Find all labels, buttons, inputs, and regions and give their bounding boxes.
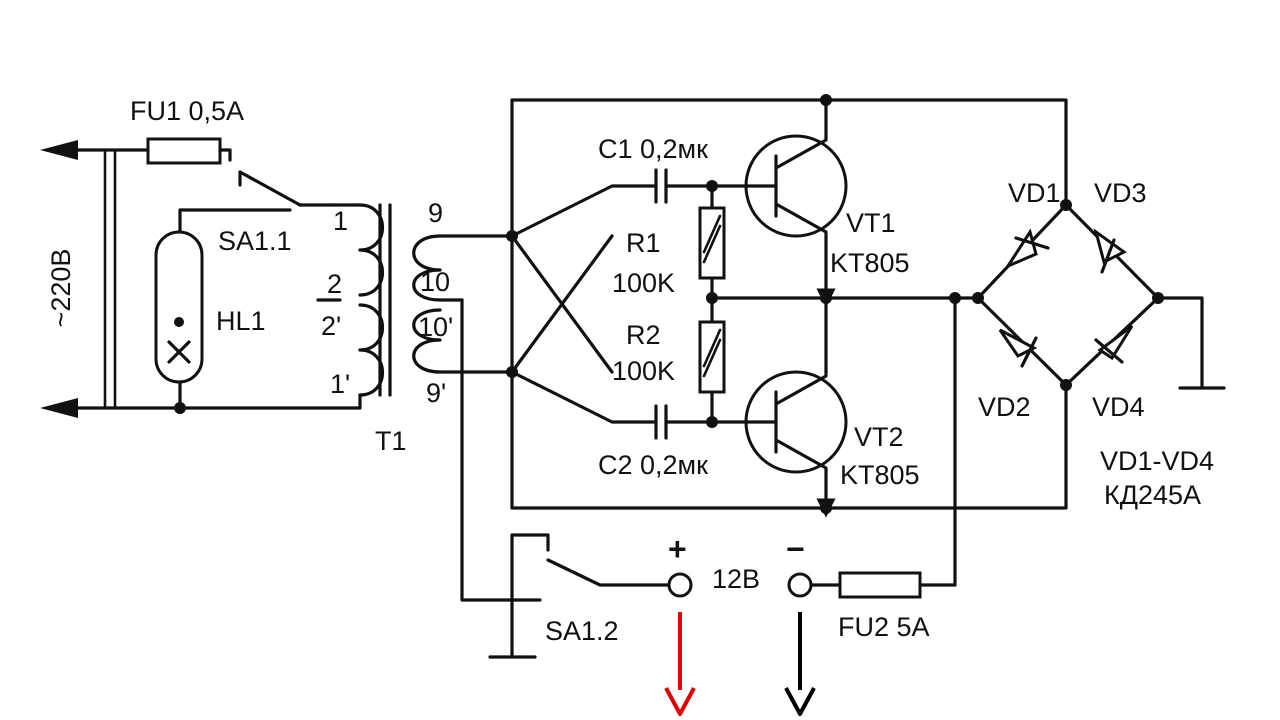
vt1-type-label: KT805 xyxy=(830,248,910,278)
vd4-label: VD4 xyxy=(1092,392,1145,422)
diode-bridge: VD1 VD3 VD2 VD4 VD1-VD4 КД245А xyxy=(976,178,1214,510)
diode-vd4 xyxy=(1094,324,1134,364)
fu2-label: FU2 5A xyxy=(838,612,930,642)
diode-vd3 xyxy=(1093,228,1127,274)
vd-range-label: VD1-VD4 xyxy=(1100,446,1214,476)
winding-1p-label: 1' xyxy=(330,369,350,399)
winding-2p-label: 2' xyxy=(321,311,341,341)
winding-2-label: 2 xyxy=(327,269,342,299)
tap-10-label: 10 xyxy=(420,267,450,297)
mains-input: ~220В xyxy=(40,140,292,418)
positive-terminal xyxy=(667,572,693,598)
c2-label: C2 0,2мк xyxy=(598,450,708,480)
r2-name-label: R2 xyxy=(626,320,661,350)
output-terminals: + − 12В FU2 5A xyxy=(664,296,957,716)
vt2-name-label: VT2 xyxy=(854,422,904,452)
midpoint-wire xyxy=(710,292,984,304)
minus-sign: − xyxy=(786,531,805,567)
tap-10p-label: 10' xyxy=(418,312,453,342)
sa1-2-label: SA1.2 xyxy=(545,616,619,646)
vt2-type-label: KT805 xyxy=(840,460,920,490)
c1-label: C1 0,2мк xyxy=(598,134,708,164)
bridge-ground xyxy=(1156,296,1226,390)
mains-bottom-arrow-icon xyxy=(40,398,78,418)
r2-value-label: 100K xyxy=(612,356,675,386)
mains-top-arrow-icon xyxy=(40,140,78,160)
transistor-vt2: VT2 KT805 xyxy=(743,296,920,518)
winding-1-label: 1 xyxy=(333,206,348,236)
vd1-label: VD1 xyxy=(1008,178,1061,208)
fuse-fu1: FU1 0,5A xyxy=(130,96,244,165)
transistor-vt1: VT1 KT805 xyxy=(743,98,910,308)
negative-terminal xyxy=(787,572,813,598)
switch-sa1-2: SA1.2 xyxy=(488,533,670,659)
lamp-hl1: HL1 xyxy=(154,208,292,414)
fuse-fu2 xyxy=(838,571,922,599)
diode-vd2 xyxy=(998,328,1038,368)
cross-wiring xyxy=(510,184,650,424)
r1-value-label: 100K xyxy=(612,268,675,298)
resistor-r2: R2 100K xyxy=(612,320,726,424)
resistor-r1: R1 100K xyxy=(612,184,726,342)
tap-9p-label: 9' xyxy=(426,378,446,408)
capacitor-c2: C2 0,2мк xyxy=(598,404,747,480)
hl1-label: HL1 xyxy=(216,306,266,336)
vd-type-label: КД245А xyxy=(1104,480,1201,510)
r1-name-label: R1 xyxy=(626,228,661,258)
sa1-1-label: SA1.1 xyxy=(218,226,292,256)
switch-sa1-1: SA1.1 xyxy=(218,170,330,256)
negative-output-arrow-icon xyxy=(784,687,816,716)
capacitor-c1: C1 0,2мк xyxy=(598,134,747,204)
vd3-label: VD3 xyxy=(1094,178,1147,208)
transformer-t1: 1 2 2' 1' 9 10 10' 9' T1 xyxy=(288,198,542,602)
vt1-name-label: VT1 xyxy=(846,208,896,238)
plus-sign: + xyxy=(668,531,687,567)
diode-vd1 xyxy=(1004,228,1050,270)
vd2-label: VD2 xyxy=(978,392,1031,422)
mains-voltage-label: ~220В xyxy=(46,249,76,328)
positive-output-arrow-icon xyxy=(664,687,696,716)
tap-9-label: 9 xyxy=(428,198,443,228)
t1-label: T1 xyxy=(375,426,407,456)
output-voltage-label: 12В xyxy=(712,564,760,594)
fu1-label: FU1 0,5A xyxy=(130,96,244,126)
